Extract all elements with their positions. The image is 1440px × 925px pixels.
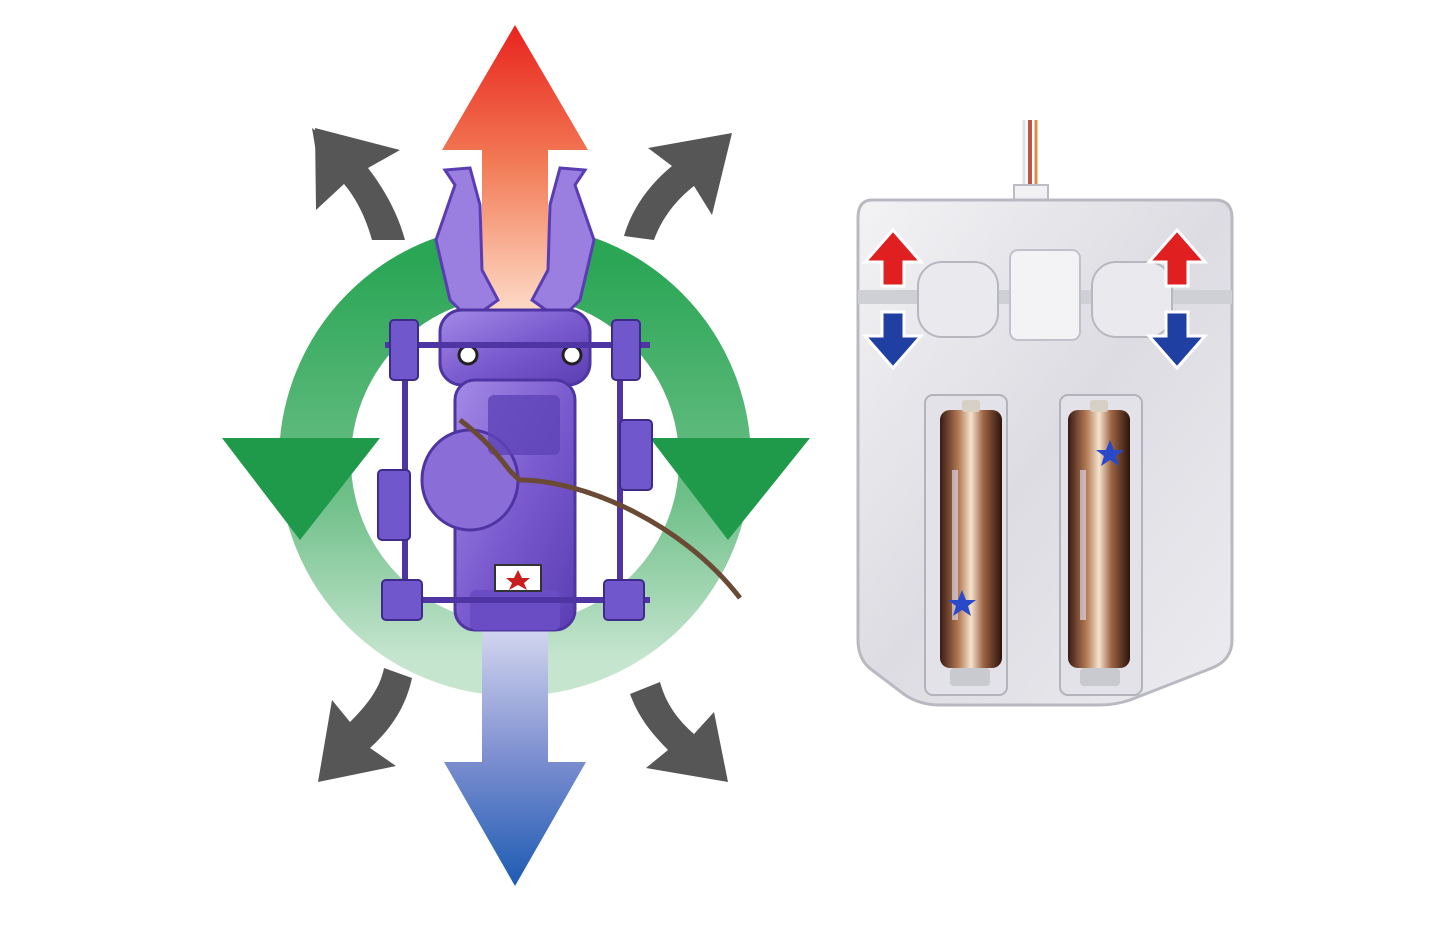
controller — [856, 120, 1234, 707]
robot-mandible-left — [434, 166, 500, 322]
robot-eye-right — [561, 344, 583, 366]
battery-left — [940, 400, 1002, 668]
controller-up-arrow-left-icon — [861, 227, 925, 288]
robot-wire — [458, 418, 742, 600]
robot-beetle — [377, 166, 742, 632]
diagonal-arrows — [312, 128, 732, 782]
arrow-bottom-right-icon — [630, 682, 728, 782]
battery-right — [1068, 400, 1130, 668]
robot-eye-left — [457, 344, 479, 366]
controller-up-arrow-right-icon — [1145, 227, 1209, 288]
ring-arrowhead-left — [222, 438, 380, 540]
controller-down-arrow-left-icon — [861, 310, 925, 371]
ring-arrowhead-right — [650, 438, 810, 540]
backward-arrow — [444, 600, 586, 886]
robot-mandible-right — [530, 166, 596, 322]
arrow-bottom-left-icon — [318, 668, 412, 782]
forward-arrow — [442, 25, 588, 330]
arrow-top-right-icon — [624, 133, 732, 240]
controller-down-arrow-right-icon — [1145, 310, 1209, 371]
